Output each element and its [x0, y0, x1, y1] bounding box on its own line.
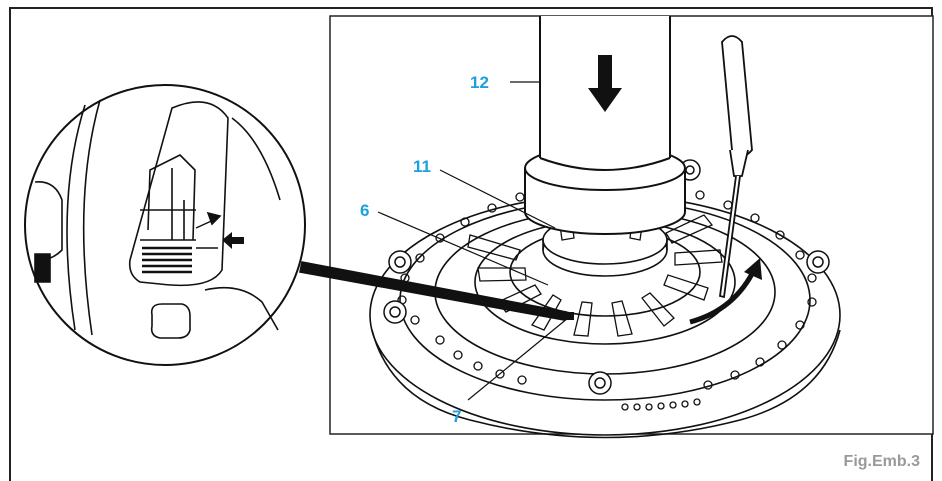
callout-7: 7	[452, 407, 461, 426]
callout-12: 12	[470, 73, 489, 92]
detail-ridges	[142, 246, 192, 274]
detail-push-arrow	[222, 232, 244, 249]
detail-square-tab	[150, 303, 191, 339]
diaphragm-fingers	[467, 214, 723, 337]
callout-6: 6	[360, 201, 369, 220]
cover-bolts	[383, 159, 830, 395]
magnifier-connector	[299, 261, 567, 321]
callout-leaders	[377, 81, 569, 401]
detail-magnifier	[24, 84, 306, 366]
clutch-main-illustration	[369, 16, 841, 439]
rotation-arrow	[689, 266, 758, 325]
detent-tab	[560, 312, 574, 320]
figure-caption: Fig.Emb.3	[844, 453, 921, 470]
screwdriver-tool	[719, 35, 753, 299]
press-direction-arrow	[588, 55, 622, 112]
tool-12-press-cylinder	[524, 16, 686, 235]
callout-11: 11	[413, 157, 431, 176]
